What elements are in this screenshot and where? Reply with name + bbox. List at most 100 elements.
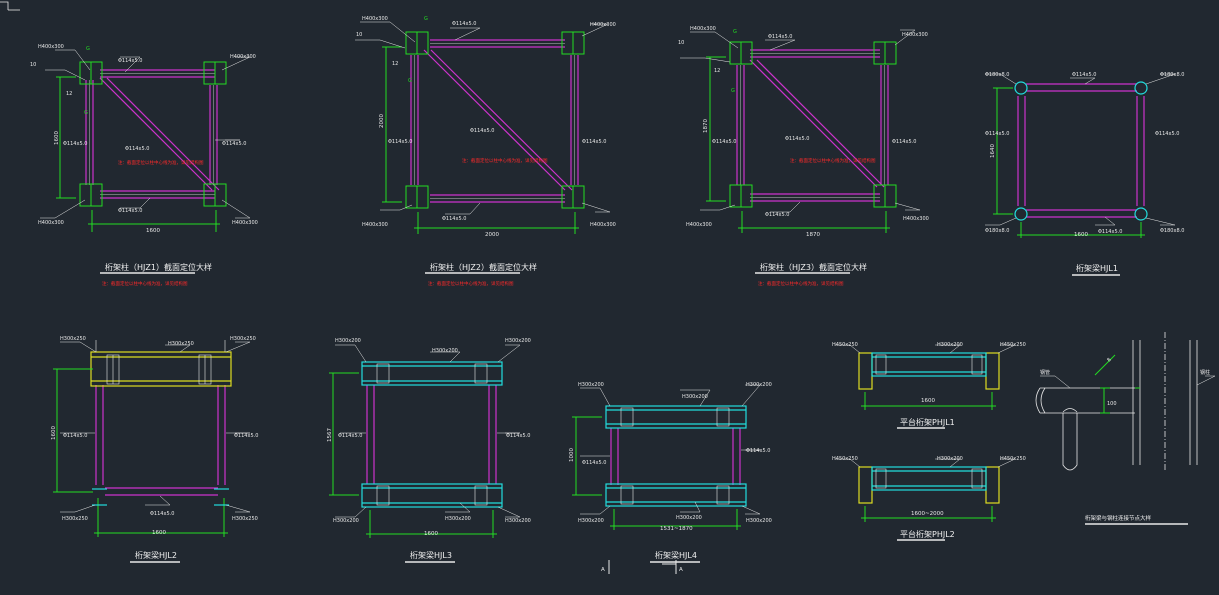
truss3-pipe-left: Φ114x5.0 bbox=[712, 139, 736, 145]
hjl1-node-tr: Φ180x8.0 bbox=[1160, 72, 1184, 78]
truss3-title: 桁架柱（HJZ3）截面定位大样 bbox=[760, 262, 867, 272]
node-label-right: 钢柱 bbox=[1200, 369, 1210, 376]
hjl2-col-bl: H300x250 bbox=[62, 516, 88, 522]
hjl3-dim-v: 1567 bbox=[327, 428, 333, 442]
truss1-pipe-right: Φ114x5.0 bbox=[222, 141, 246, 147]
section-mark-right: A bbox=[679, 567, 683, 573]
truss1-pipe-left: Φ114x5.0 bbox=[63, 141, 87, 147]
truss-hjz1[interactable]: 1600 1600 Φ114x5.0 Φ114x5.0 Φ114x5.0 Φ11… bbox=[30, 44, 258, 287]
phjl1-col-right: H450x250 bbox=[1000, 342, 1026, 348]
truss2-thk: 12 bbox=[392, 61, 398, 67]
phjl1-dim: 1600 bbox=[921, 398, 935, 404]
hjl1-pipe-bottom: Φ114x5.0 bbox=[1098, 229, 1122, 235]
hjl3-pipe-right: Φ114x5.0 bbox=[506, 433, 530, 439]
hjl1-pipe-top: Φ114x5.0 bbox=[1072, 72, 1096, 78]
hjl2-col-tr: H300x250 bbox=[230, 336, 256, 342]
platform-truss-phjl2[interactable]: 1600~2000 H300x200 H450x250 H450x250 平台桁… bbox=[832, 456, 1026, 541]
truss3-angle: 10 bbox=[678, 40, 684, 46]
truss2-note: 注：截面定位以柱中心线为准，详见结构图 bbox=[428, 280, 514, 287]
hjl1-dim-h: 1600 bbox=[1074, 232, 1088, 238]
truss-hjz2[interactable]: 2000 2000 Φ114x5.0 Φ114x5.0 Φ114x5.0 Φ11… bbox=[355, 16, 616, 287]
truss2-pipe-left: Φ114x5.0 bbox=[388, 139, 412, 145]
truss2-pipe-bottom: Φ114x5.0 bbox=[442, 216, 466, 222]
hjl4-dim-v: 1000 bbox=[569, 448, 575, 462]
ucs-corner-icon bbox=[0, 1, 20, 11]
hjl2-beam-bottom: Φ114x5.0 bbox=[150, 511, 174, 517]
hjl2-col-br: H300x250 bbox=[232, 516, 258, 522]
truss2-col-br: H400x300 bbox=[590, 222, 616, 228]
hjl4-col-bl: H300x200 bbox=[578, 518, 604, 524]
hjl1-pipe-left: Φ114x5.0 bbox=[985, 131, 1009, 137]
truss-beam-hjl2[interactable]: 1600 1600 H300x250 Φ114x5.0 H300x250 H30… bbox=[51, 336, 258, 563]
truss-hjz3[interactable]: 1870 1870 Φ114x5.0 Φ114x5.0 Φ114x5.0 Φ11… bbox=[678, 26, 929, 287]
hjl2-pipe-right: Φ114x5.0 bbox=[234, 433, 258, 439]
hjl1-pipe-right: Φ114x5.0 bbox=[1155, 131, 1179, 137]
hjl1-node-tl: Φ180x8.0 bbox=[985, 72, 1009, 78]
hjl2-beam-top: H300x250 bbox=[168, 341, 194, 347]
truss-beam-hjl1[interactable]: 1600 1640 Φ114x5.0 Φ114x5.0 Φ114x5.0 Φ11… bbox=[985, 72, 1184, 276]
truss2-mark-a: G bbox=[424, 16, 428, 22]
phjl1-col-left: H450x250 bbox=[832, 342, 858, 348]
hjl3-beam-bottom: H300x200 bbox=[445, 516, 471, 522]
hjl3-col-tr: H300x200 bbox=[505, 338, 531, 344]
truss1-angle: 10 bbox=[30, 62, 36, 68]
section-mark-left: A bbox=[601, 567, 605, 573]
hjl1-node-bl: Φ180x8.0 bbox=[985, 228, 1009, 234]
hjl4-pipe-left: Φ114x5.0 bbox=[582, 460, 606, 466]
hjl4-beam-top: H300x200 bbox=[682, 394, 708, 400]
truss2-angle: 10 bbox=[356, 32, 362, 38]
truss3-mark-b: G bbox=[731, 88, 735, 94]
hjl3-beam-top: H300x200 bbox=[432, 348, 458, 354]
truss3-thk: 12 bbox=[714, 68, 720, 74]
truss3-inner-note: 注：截面定位以柱中心线为准，详见结构图 bbox=[790, 157, 876, 164]
phjl1-title: 平台桁架PHJL1 bbox=[900, 417, 955, 427]
truss1-pipe-bottom: Φ114x5.0 bbox=[118, 208, 142, 214]
truss1-col-br: H400x300 bbox=[232, 220, 258, 226]
phjl2-beam: H300x200 bbox=[937, 456, 963, 462]
truss3-dim-h: 1870 bbox=[806, 232, 820, 238]
phjl2-col-right: H450x250 bbox=[1000, 456, 1026, 462]
hjl3-col-bl: H300x200 bbox=[333, 518, 359, 524]
phjl2-col-left: H450x250 bbox=[832, 456, 858, 462]
hjl1-dim-v: 1640 bbox=[990, 144, 996, 158]
truss3-pipe-top: Φ114x5.0 bbox=[768, 34, 792, 40]
hjl1-title: 桁架梁HJL1 bbox=[1076, 263, 1118, 273]
hjl4-col-br: H300x200 bbox=[746, 518, 772, 524]
truss2-pipe-diag: Φ114x5.0 bbox=[470, 128, 494, 134]
hjl3-title: 桁架梁HJL3 bbox=[410, 550, 452, 560]
truss3-col-tr: H400x300 bbox=[902, 32, 928, 38]
truss1-mark-b: G bbox=[84, 110, 88, 116]
truss2-inner-note: 注：截面定位以柱中心线为准，详见结构图 bbox=[462, 157, 548, 164]
truss2-col-tl: H400x300 bbox=[362, 16, 388, 22]
truss3-col-br: H400x300 bbox=[903, 216, 929, 222]
hjl2-title: 桁架梁HJL2 bbox=[135, 550, 177, 560]
truss3-dim-v: 1870 bbox=[703, 119, 709, 133]
hjl4-col-tl: H300x200 bbox=[578, 382, 604, 388]
node-label-left: 钢管 bbox=[1040, 369, 1050, 376]
platform-truss-phjl1[interactable]: 1600 H300x200 H450x250 H450x250 平台桁架PHJL… bbox=[832, 342, 1026, 429]
hjl2-dim-h: 1600 bbox=[152, 530, 166, 536]
truss3-col-bl: H400x300 bbox=[686, 222, 712, 228]
connection-node-detail[interactable]: 8 100 钢管 钢柱 桁架梁与钢柱连接节点大样 bbox=[1035, 332, 1216, 525]
hjl2-dim-v: 1600 bbox=[51, 426, 57, 440]
truss2-col-bl: H400x300 bbox=[362, 222, 388, 228]
truss2-pipe-top: Φ114x5.0 bbox=[452, 21, 476, 27]
truss3-pipe-diag: Φ114x5.0 bbox=[785, 136, 809, 142]
truss2-mark-b: G bbox=[408, 78, 412, 84]
hjl3-pipe-left: Φ114x5.0 bbox=[338, 433, 362, 439]
hjl3-dim-h: 1600 bbox=[424, 531, 438, 537]
truss2-title: 桁架柱（HJZ2）截面定位大样 bbox=[430, 262, 537, 272]
node-title: 桁架梁与钢柱连接节点大样 bbox=[1085, 514, 1152, 522]
hjl3-col-br: H300x200 bbox=[505, 518, 531, 524]
hjl2-col-tl: H300x250 bbox=[60, 336, 86, 342]
truss-beam-hjl3[interactable]: 1600 1567 H300x200 H300x200 H300x200 H30… bbox=[327, 338, 531, 563]
hjl4-dim-h: 1531~1870 bbox=[660, 526, 693, 532]
hjl1-node-br: Φ180x8.0 bbox=[1160, 228, 1184, 234]
truss2-dim-h: 2000 bbox=[485, 232, 499, 238]
phjl2-dim: 1600~2000 bbox=[911, 511, 944, 517]
hjl4-beam-bottom: H300x200 bbox=[676, 515, 702, 521]
phjl1-beam: H300x200 bbox=[937, 342, 963, 348]
truss-beam-hjl4[interactable]: 1531~1870 1000 H300x200 H300x200 H300x20… bbox=[569, 382, 772, 574]
hjl3-col-tl: H300x200 bbox=[335, 338, 361, 344]
